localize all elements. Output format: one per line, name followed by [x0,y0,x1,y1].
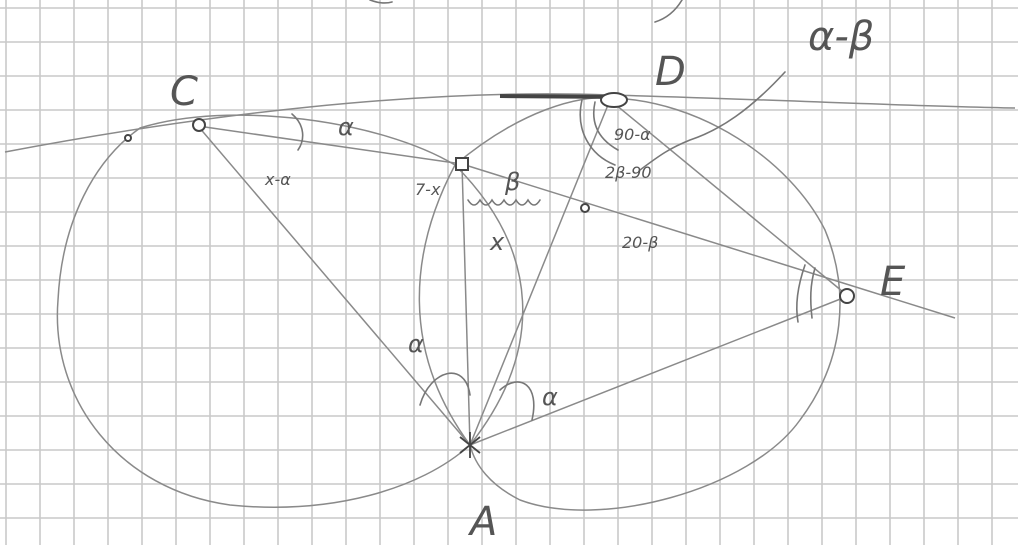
line-d-e [609,99,849,297]
label-c: C [170,69,198,115]
top-stroke-right [654,0,683,23]
right-circle [453,96,841,511]
wavy-angle-b [467,198,541,206]
label-e: E [880,259,906,305]
left-circle [56,114,472,508]
line-a-e [469,295,849,446]
point-d [600,92,628,108]
point-c [192,118,206,132]
point-a [459,432,481,458]
line-a-b [461,163,471,446]
note-near-b-left: 7-x [415,180,441,199]
line-c-b [197,125,463,165]
point-mid [580,203,590,213]
tangent-line [4,93,1016,153]
point-left-circle [124,134,132,142]
note-near-c: x-α [264,170,291,189]
angle-arc-d-inner [593,101,619,151]
angle-label-alpha-right: α [542,383,558,411]
angle-label-beta: β [504,168,520,196]
angle-arc-e [796,264,806,323]
angle-arc-d [579,99,616,166]
angle-arc-a-right [499,381,535,421]
angle-label-alpha-left: α [408,330,424,358]
angle-arc-e-inner [809,267,816,319]
label-a: A [467,499,497,545]
angle-arc-a-left [419,372,471,406]
angle-arc-c [291,113,304,151]
line-a-d [469,99,611,446]
line-a-c [197,125,471,446]
angle-label-alpha-top: α [338,113,354,141]
angle-label-x: x [489,228,505,256]
arrow-stroke [639,71,786,171]
point-b [455,157,469,171]
note-segment: 20-β [622,233,658,252]
top-stroke-left [369,0,393,4]
angle-label-alpha-minus-beta: α-β [808,14,874,60]
point-e [839,288,855,304]
line-b-e [461,163,956,319]
note-near-d: 90-α [614,125,651,144]
note-near-d-2: 2β-90 [605,163,652,182]
label-d: D [655,49,686,95]
